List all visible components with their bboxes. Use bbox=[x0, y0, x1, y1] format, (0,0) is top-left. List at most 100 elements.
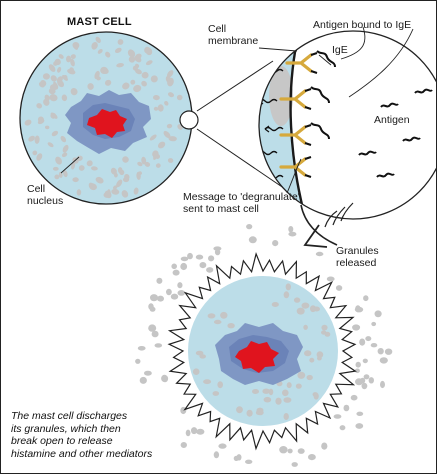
granule bbox=[306, 374, 313, 381]
granule bbox=[283, 413, 289, 420]
granule bbox=[45, 125, 50, 130]
released-granule bbox=[350, 394, 358, 401]
granule bbox=[65, 55, 72, 63]
ige-receptors bbox=[279, 50, 336, 178]
label-degranulate-message: Message to 'degranulate' sent to mast ce… bbox=[183, 191, 300, 215]
granule bbox=[313, 392, 319, 400]
released-granule bbox=[384, 348, 393, 355]
granule bbox=[220, 311, 228, 319]
granule bbox=[122, 82, 130, 90]
released-granule bbox=[180, 442, 187, 448]
granule bbox=[91, 166, 98, 171]
granule bbox=[324, 331, 331, 337]
granule bbox=[50, 75, 57, 82]
granule bbox=[72, 43, 79, 50]
granule bbox=[203, 379, 212, 385]
released-granule bbox=[150, 294, 158, 302]
granule bbox=[124, 174, 130, 180]
granule bbox=[104, 79, 112, 86]
granule bbox=[91, 41, 98, 50]
free-antigens bbox=[358, 88, 433, 178]
granule bbox=[110, 167, 117, 175]
granule bbox=[293, 297, 301, 303]
released-granule bbox=[308, 454, 316, 461]
zoom-circle-outline bbox=[258, 30, 436, 220]
granule bbox=[63, 74, 68, 80]
granule bbox=[55, 156, 62, 165]
granule bbox=[166, 123, 173, 129]
released-granule bbox=[151, 330, 159, 338]
granule bbox=[70, 58, 75, 67]
released-granule bbox=[362, 358, 368, 364]
zoom-line-bottom bbox=[196, 128, 292, 194]
granule bbox=[236, 406, 243, 414]
released-granule bbox=[343, 404, 350, 412]
granule bbox=[227, 323, 235, 329]
released-granule bbox=[172, 269, 180, 276]
granule bbox=[111, 188, 120, 195]
granule bbox=[137, 171, 142, 176]
released-granule bbox=[335, 285, 343, 291]
granule bbox=[61, 94, 68, 102]
degranulating-cell bbox=[135, 224, 393, 467]
granule bbox=[153, 94, 160, 101]
released-granule bbox=[180, 262, 188, 271]
antigen-molecule bbox=[380, 102, 399, 108]
granule bbox=[199, 354, 206, 359]
granule bbox=[57, 66, 62, 73]
released-granule bbox=[195, 254, 204, 260]
released-granule bbox=[157, 295, 164, 302]
granule bbox=[62, 144, 69, 153]
released-granule bbox=[355, 361, 361, 368]
released-granule bbox=[379, 357, 388, 364]
granule bbox=[57, 79, 65, 88]
granule bbox=[304, 350, 312, 357]
released-granule bbox=[248, 236, 257, 244]
granule bbox=[167, 158, 174, 163]
granule bbox=[60, 135, 67, 143]
released-granule bbox=[354, 306, 364, 313]
membrane-notch bbox=[179, 110, 199, 130]
granule bbox=[78, 165, 85, 171]
granule bbox=[36, 153, 43, 161]
released-granule bbox=[326, 276, 335, 282]
released-granule bbox=[191, 427, 198, 435]
released-granule bbox=[154, 343, 163, 348]
released-granule bbox=[356, 411, 364, 416]
granule bbox=[52, 166, 59, 171]
granule bbox=[195, 350, 204, 356]
granule bbox=[303, 324, 308, 330]
cell2-granules bbox=[192, 283, 331, 420]
antigen-molecule bbox=[376, 172, 395, 178]
granule bbox=[50, 112, 58, 119]
zoom-line-top bbox=[196, 60, 274, 112]
granule bbox=[153, 151, 159, 160]
granule bbox=[263, 396, 272, 403]
released-granule bbox=[139, 376, 147, 384]
granule bbox=[95, 36, 101, 44]
granule bbox=[135, 53, 142, 60]
released-granule bbox=[246, 224, 253, 230]
released-granule bbox=[233, 455, 239, 461]
released-granule bbox=[368, 377, 374, 384]
granule bbox=[141, 156, 147, 165]
granule bbox=[48, 87, 56, 95]
released-granule bbox=[218, 443, 227, 449]
nucleus2-core bbox=[235, 341, 279, 373]
released-granule bbox=[360, 377, 366, 384]
released-granule bbox=[377, 348, 384, 355]
granule bbox=[121, 190, 129, 198]
granule bbox=[262, 388, 271, 394]
released-granule bbox=[196, 428, 205, 435]
released-granule bbox=[354, 368, 360, 374]
released-granule bbox=[365, 336, 372, 342]
granule bbox=[149, 134, 157, 141]
released-granule bbox=[171, 263, 177, 270]
granule bbox=[103, 69, 109, 74]
diagram-caption: The mast cell discharges its granules, w… bbox=[11, 410, 153, 460]
antigen-molecule bbox=[358, 150, 377, 156]
released-granule bbox=[359, 338, 366, 346]
granule bbox=[252, 389, 259, 394]
released-granule bbox=[245, 459, 253, 464]
